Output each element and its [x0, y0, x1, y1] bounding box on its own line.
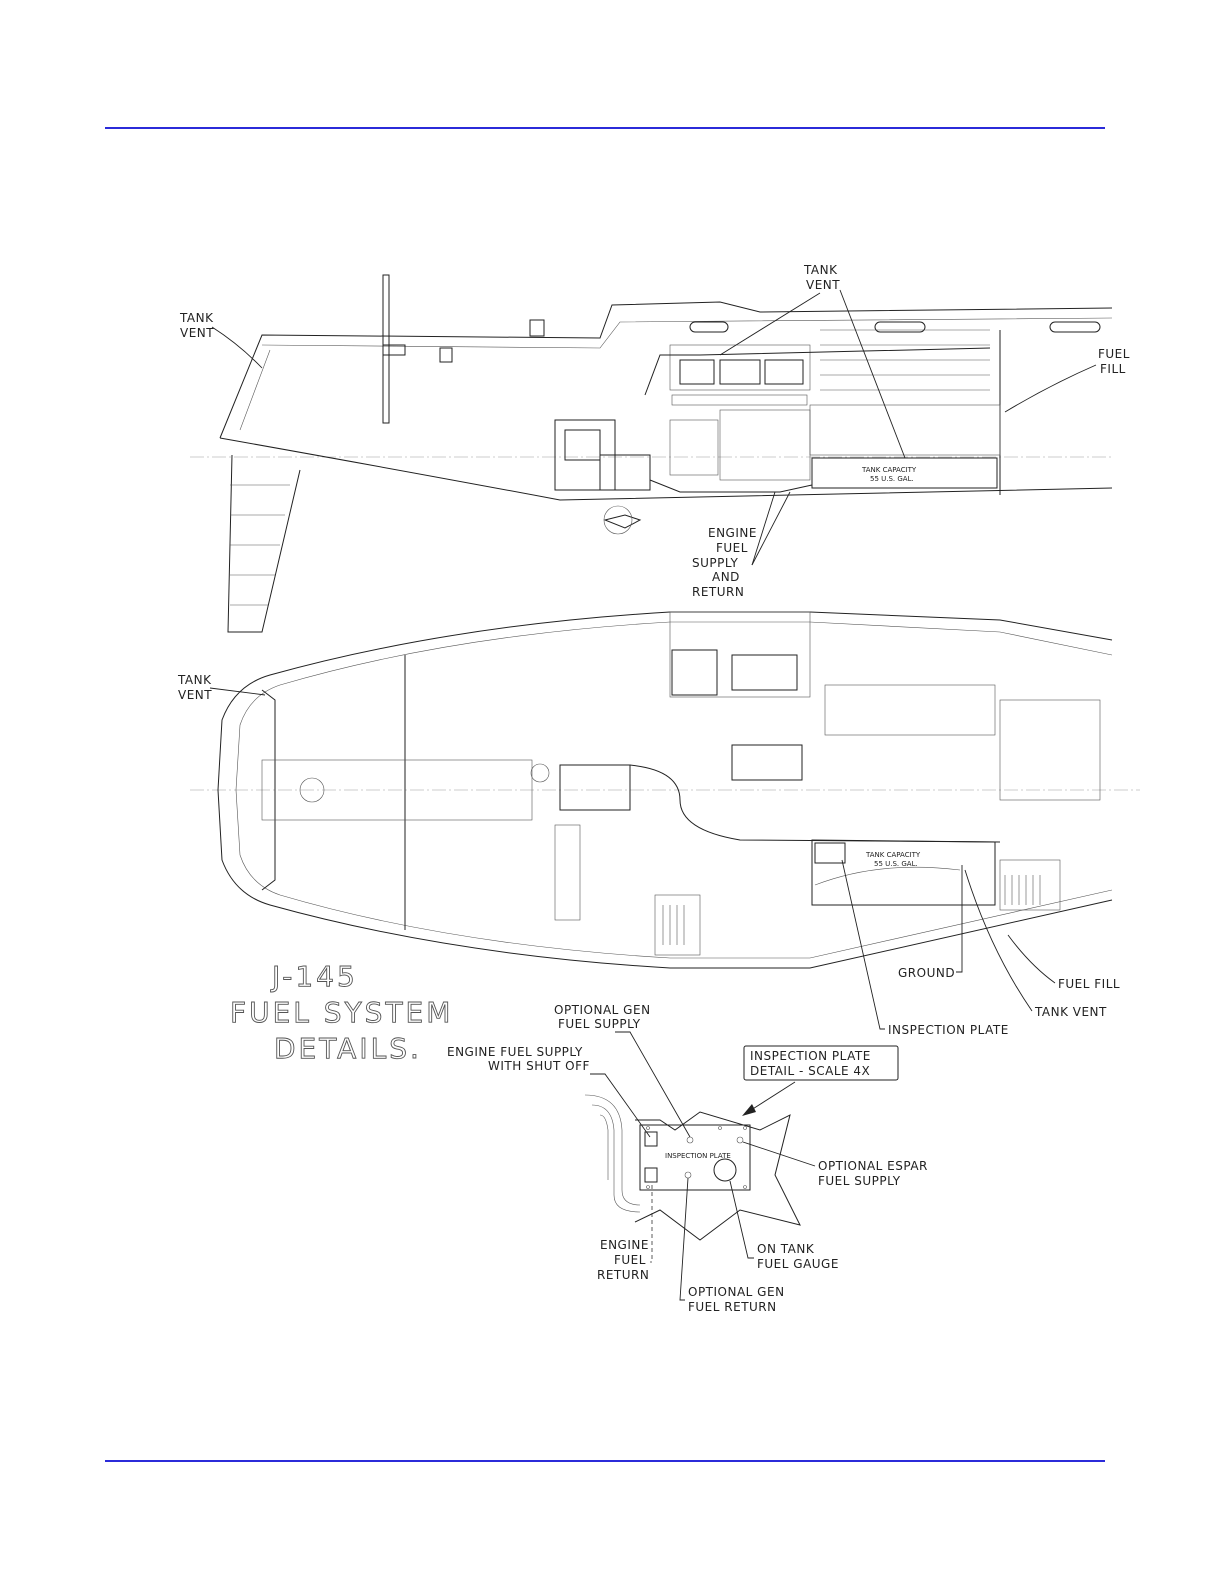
profile-tank-vent-aft-line2: VENT: [180, 326, 214, 340]
profile-fuel-fill: FUEL FILL: [1004, 347, 1130, 413]
plan-tank-vent-aft-line2: VENT: [178, 688, 212, 702]
detail-engine-return-line3: RETURN: [597, 1268, 649, 1282]
footer-rule: [105, 1460, 1105, 1462]
plan-tank-capacity: TANK CAPACITY 55 U.S. GAL.: [865, 851, 921, 868]
plan-view: [190, 611, 1140, 969]
profile-engine-fuel-line5: RETURN: [692, 585, 744, 599]
profile-engine-fuel-line4: AND: [712, 570, 740, 584]
profile-tank-vent-top-line1: TANK: [803, 263, 838, 277]
detail-gauge-line1: ON TANK: [757, 1242, 815, 1256]
profile-fuel-fill-line1: FUEL: [1098, 347, 1130, 361]
detail-engine-supply-line1: ENGINE FUEL SUPPLY: [447, 1045, 583, 1059]
profile-engine-fuel-line2: FUEL: [716, 541, 748, 555]
inspection-plate-detail: INSPECTION PLATE DETAIL - SCALE 4X INSPE…: [447, 1003, 928, 1314]
profile-engine-fuel-line1: ENGINE: [708, 526, 757, 540]
detail-callout-line2: DETAIL - SCALE 4X: [750, 1064, 870, 1078]
plan-tank-vent-aft: TANK VENT: [177, 673, 266, 702]
detail-plate-label: INSPECTION PLATE: [665, 1152, 731, 1160]
profile-tank-capacity-line1: TANK CAPACITY: [861, 466, 917, 474]
detail-espar-line1: OPTIONAL ESPAR: [818, 1159, 928, 1173]
profile-tank-vent-aft-line1: TANK: [179, 311, 214, 325]
plan-fuel-fill: FUEL FILL: [1007, 934, 1120, 991]
profile-tank-vent-top-line2: VENT: [806, 278, 840, 292]
plan-ground-label: GROUND: [898, 966, 955, 980]
plan-tank-vent-label: TANK VENT: [1034, 1005, 1107, 1019]
profile-engine-fuel-line3: SUPPLY: [692, 556, 738, 570]
plan-fuel-fill-label: FUEL FILL: [1058, 977, 1120, 991]
detail-gauge-line2: FUEL GAUGE: [757, 1257, 839, 1271]
profile-tank-vent-aft: TANK VENT: [179, 311, 263, 369]
plan-tank-vent-aft-line1: TANK: [177, 673, 212, 687]
plan-inspection-plate-label: INSPECTION PLATE: [888, 1023, 1009, 1037]
detail-gen-supply-line2: FUEL SUPPLY: [558, 1017, 641, 1031]
detail-espar-line2: FUEL SUPPLY: [818, 1174, 901, 1188]
detail-gen-supply-line1: OPTIONAL GEN: [554, 1003, 651, 1017]
detail-engine-return-line1: ENGINE: [600, 1238, 649, 1252]
plan-ground: GROUND: [898, 865, 963, 980]
profile-fuel-fill-line2: FILL: [1100, 362, 1126, 376]
profile-tank-vent-top: TANK VENT: [719, 263, 906, 459]
profile-tank-capacity-line2: 55 U.S. GAL.: [870, 475, 914, 483]
plan-tank-vent: TANK VENT: [964, 869, 1107, 1019]
detail-callout-line1: INSPECTION PLATE: [750, 1049, 871, 1063]
header-rule: [105, 127, 1105, 129]
profile-tank-capacity: TANK CAPACITY 55 U.S. GAL.: [861, 466, 917, 483]
detail-gen-return-line1: OPTIONAL GEN: [688, 1285, 785, 1299]
title-line2: FUEL SYSTEM: [230, 996, 453, 1029]
plan-inspection-plate: INSPECTION PLATE: [841, 859, 1009, 1037]
plan-tank-capacity-line1: TANK CAPACITY: [865, 851, 921, 859]
title-line1: J-145: [270, 960, 358, 993]
drawing-title: J-145 FUEL SYSTEM DETAILS.: [230, 960, 453, 1066]
detail-engine-supply-line2: WITH SHUT OFF: [488, 1059, 590, 1073]
title-line3: DETAILS.: [274, 1032, 422, 1065]
profile-view: [190, 274, 1113, 633]
profile-engine-fuel: ENGINE FUEL SUPPLY AND RETURN: [692, 491, 791, 599]
detail-engine-return-line2: FUEL: [614, 1253, 646, 1267]
detail-gen-return-line2: FUEL RETURN: [688, 1300, 777, 1314]
plan-tank-capacity-line2: 55 U.S. GAL.: [874, 860, 918, 868]
